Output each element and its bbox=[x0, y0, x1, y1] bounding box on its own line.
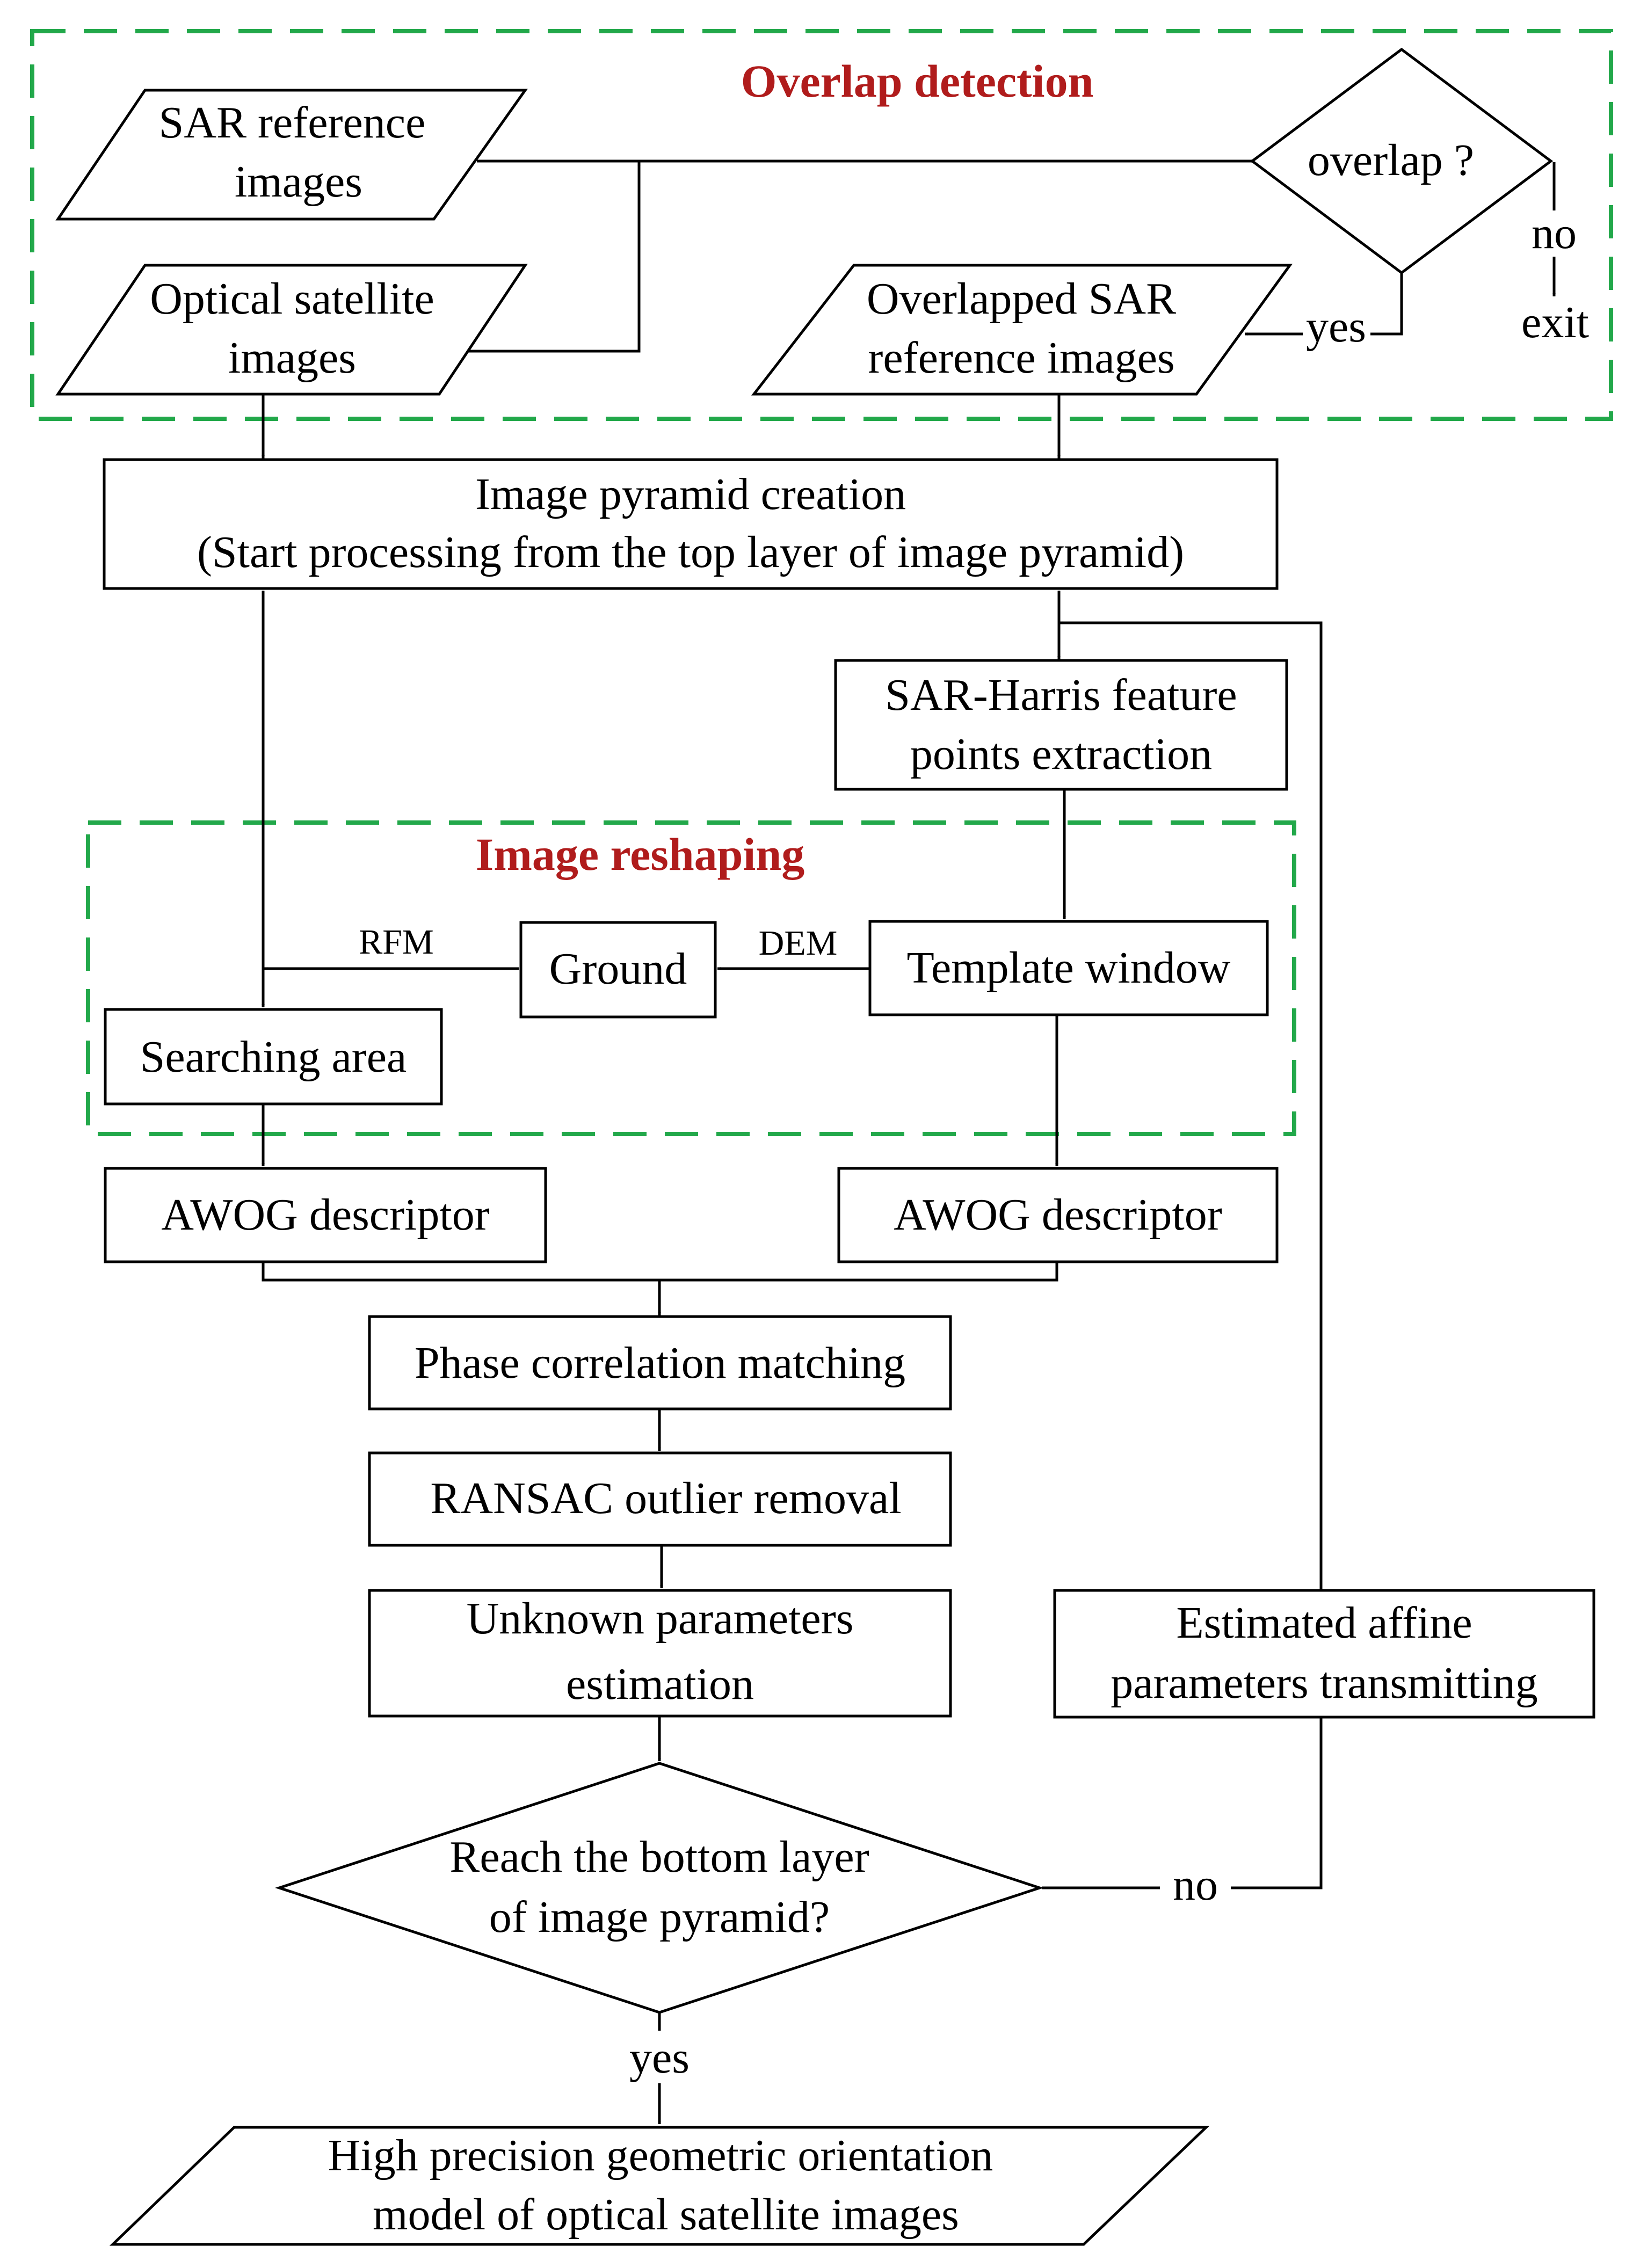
edge-awog-merge bbox=[262, 1262, 1058, 1282]
edge-label-dem: DEM bbox=[759, 924, 838, 963]
svg-text:reference images: reference images bbox=[868, 333, 1174, 383]
svg-text:High precision geometric orien: High precision geometric orientation bbox=[328, 2131, 993, 2180]
node-ransac-outlier-removal: RANSAC outlier removal bbox=[368, 1451, 952, 1547]
image-reshaping-title: Image reshaping bbox=[476, 828, 804, 880]
svg-text:AWOG descriptor: AWOG descriptor bbox=[161, 1190, 489, 1240]
svg-text:Phase correlation matching: Phase correlation matching bbox=[415, 1338, 905, 1388]
svg-text:overlap ?: overlap ? bbox=[1308, 135, 1474, 185]
svg-text:images: images bbox=[228, 333, 356, 383]
node-sar-harris-extraction: SAR-Harris feature points extraction bbox=[834, 659, 1288, 791]
edge-label-bottom-no: no bbox=[1173, 1860, 1218, 1910]
image-reshaping-group bbox=[86, 820, 1296, 1136]
edge-label-rfm: RFM bbox=[359, 922, 433, 962]
svg-text:AWOG descriptor: AWOG descriptor bbox=[894, 1190, 1222, 1240]
edge-affine-to-harris bbox=[1060, 621, 1323, 1590]
overlap-detection-title: Overlap detection bbox=[741, 55, 1094, 107]
svg-text:of image pyramid?: of image pyramid? bbox=[489, 1892, 830, 1942]
svg-text:RANSAC outlier removal: RANSAC outlier removal bbox=[430, 1473, 901, 1523]
node-awog-descriptor-left: AWOG descriptor bbox=[104, 1167, 547, 1263]
node-optical-satellite-images: Optical satellite images bbox=[55, 264, 528, 396]
svg-text:Searching area: Searching area bbox=[140, 1032, 407, 1082]
svg-text:Optical satellite: Optical satellite bbox=[150, 274, 434, 324]
svg-text:Overlapped SAR: Overlapped SAR bbox=[867, 274, 1176, 324]
node-estimated-affine-parameters: Estimated affine parameters transmitting bbox=[1053, 1589, 1595, 1719]
svg-text:(Start processing from the top: (Start processing from the top layer of … bbox=[197, 527, 1184, 577]
node-overlapped-sar-reference-images: Overlapped SAR reference images bbox=[751, 264, 1293, 396]
edge-overlap-yes-down bbox=[1370, 273, 1403, 336]
svg-text:SAR reference: SAR reference bbox=[159, 98, 426, 148]
node-bottom-layer-decision: Reach the bottom layer of image pyramid? bbox=[274, 1762, 1044, 2014]
node-high-precision-model: High precision geometric orientation mod… bbox=[109, 2126, 1210, 2246]
node-image-pyramid-creation: Image pyramid creation (Start processing… bbox=[103, 458, 1279, 590]
svg-text:parameters transmitting: parameters transmitting bbox=[1111, 1658, 1537, 1708]
node-exit: exit bbox=[1521, 297, 1589, 347]
node-sar-reference-images: SAR reference images bbox=[55, 89, 528, 221]
node-overlap-decision: overlap ? bbox=[1250, 47, 1554, 275]
edge-label-bottom-yes: yes bbox=[629, 2033, 690, 2083]
node-ground: Ground bbox=[519, 921, 717, 1019]
node-searching-area: Searching area bbox=[104, 1008, 443, 1106]
svg-text:Reach the bottom layer: Reach the bottom layer bbox=[449, 1832, 869, 1882]
svg-text:Estimated affine: Estimated affine bbox=[1176, 1598, 1472, 1648]
overlap-detection-group bbox=[30, 29, 1613, 421]
edge-optical-to-overlap bbox=[458, 162, 641, 353]
edge-label-overlap-no: no bbox=[1532, 208, 1577, 258]
node-phase-correlation-matching: Phase correlation matching bbox=[368, 1315, 952, 1411]
svg-text:SAR-Harris feature: SAR-Harris feature bbox=[885, 670, 1237, 720]
svg-text:model of optical satellite ima: model of optical satellite images bbox=[373, 2190, 959, 2240]
svg-text:estimation: estimation bbox=[566, 1659, 754, 1709]
svg-text:Unknown parameters: Unknown parameters bbox=[467, 1594, 854, 1644]
svg-text:points extraction: points extraction bbox=[910, 729, 1212, 779]
node-awog-descriptor-right: AWOG descriptor bbox=[837, 1167, 1279, 1263]
node-template-window: Template window bbox=[868, 920, 1269, 1016]
svg-text:Image pyramid creation: Image pyramid creation bbox=[475, 469, 906, 519]
svg-text:images: images bbox=[235, 157, 362, 207]
svg-text:Template window: Template window bbox=[907, 943, 1231, 993]
svg-text:Ground: Ground bbox=[549, 944, 687, 994]
edge-label-overlap-yes: yes bbox=[1306, 302, 1366, 352]
edge-decision-no-b bbox=[1231, 1718, 1323, 1889]
node-unknown-parameters-estimation: Unknown parameters estimation bbox=[368, 1589, 952, 1718]
